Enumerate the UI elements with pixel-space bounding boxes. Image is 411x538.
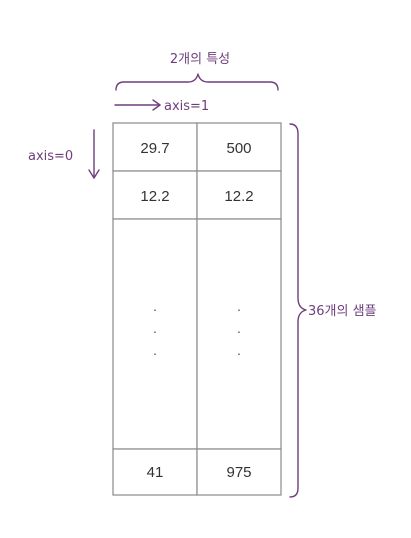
ellipsis-dot-c1-1: · <box>153 301 158 317</box>
cell-value-last-c2: 975 <box>226 464 251 481</box>
ellipsis-dot-c2-3: · <box>237 345 242 361</box>
ellipsis-dot-c1-2: · <box>153 323 158 339</box>
samples-brace <box>289 123 307 498</box>
axis1-label: axis=1 <box>164 99 209 114</box>
cell-r2-c2 <box>196 170 282 220</box>
cell-value-r1-c1: 29.7 <box>140 140 169 157</box>
cell-middle-c2 <box>196 218 282 450</box>
cell-last-c1 <box>112 448 198 496</box>
cell-value-last-c1: 41 <box>147 464 164 481</box>
features-label: 2개의 특성 <box>170 52 230 67</box>
axis0-arrow-head <box>88 169 100 179</box>
cell-middle-c1 <box>112 218 198 450</box>
axis1-arrow-head <box>152 99 161 111</box>
cell-r1-c1 <box>112 122 198 172</box>
cell-r1-c2 <box>196 122 282 172</box>
samples-label: 36개의 샘플 <box>308 304 377 319</box>
ellipsis-dot-c1-3: · <box>153 345 158 361</box>
cell-last-c2 <box>196 448 282 496</box>
cell-value-r2-c2: 12.2 <box>224 188 253 205</box>
axis0-label: axis=0 <box>28 149 73 164</box>
cell-value-r2-c1: 12.2 <box>140 188 169 205</box>
ellipsis-dot-c2-2: · <box>237 323 242 339</box>
ellipsis-dot-c2-1: · <box>237 301 242 317</box>
cell-value-r1-c2: 500 <box>226 140 251 157</box>
features-brace <box>115 73 279 91</box>
